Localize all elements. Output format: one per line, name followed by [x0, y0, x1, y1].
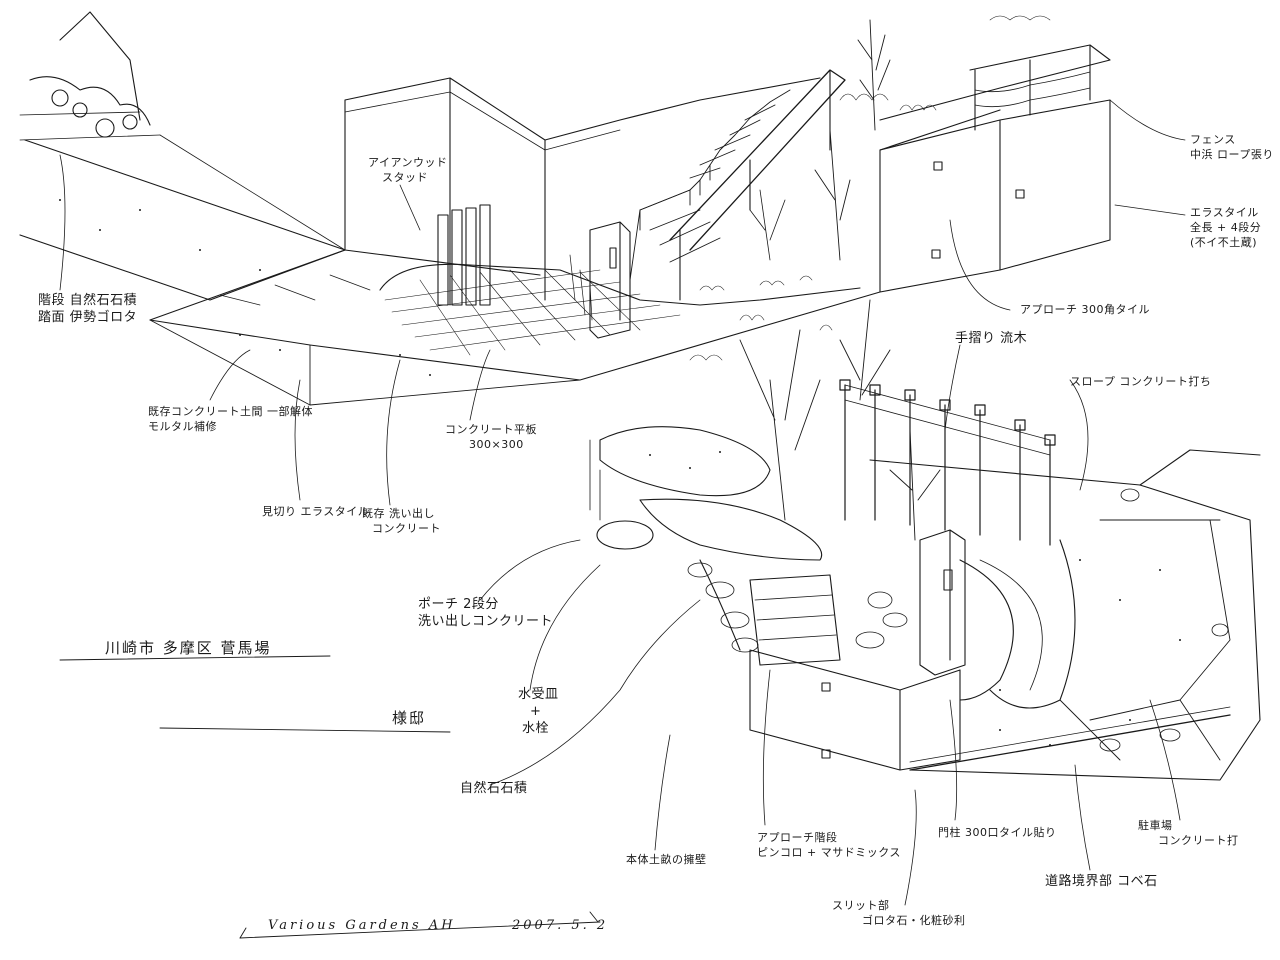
- title-location: 川崎市 多摩区 菅馬場: [105, 639, 272, 657]
- label-parking: 駐車場コンクリート打: [1138, 819, 1239, 847]
- signature-firm: Various Gardens AH: [268, 918, 456, 933]
- label-iron-stud: アイアンウッドスタッド: [368, 156, 448, 184]
- label-porch: ポーチ 2段分洗い出しコンクリート: [418, 597, 554, 629]
- label-natural-stone: 自然石石積: [460, 781, 528, 796]
- label-fence-rope: フェンス中浜 ロープ張り: [1190, 133, 1274, 161]
- upper-entrance-sketch: [19, 11, 1111, 406]
- lower-garden-sketch: [59, 199, 1261, 781]
- label-approach-steps: アプローチ階段ピンコロ + マサドミックス: [757, 831, 901, 859]
- label-road-boundary: 道路境界部 コベ石: [1045, 874, 1158, 889]
- label-slit: スリット部ゴロタ石・化粧砂利: [832, 899, 966, 927]
- label-handrail: 手摺り 流木: [955, 331, 1028, 346]
- label-cut-erasutile: 見切り エラスタイル: [262, 505, 370, 518]
- label-entry-concrete: 既存コンクリート土間 一部解体モルタル補修: [148, 405, 313, 433]
- label-pillar-tile: 門柱 300口タイル貼り: [938, 826, 1057, 839]
- label-step-stone: 階段 自然石石積踏面 伊勢ゴロタ: [38, 293, 138, 325]
- label-approach-tile: アプローチ 300角タイル: [1020, 303, 1150, 316]
- label-main-wall: 本体土畝の擁壁: [626, 853, 707, 866]
- label-washed-concrete: 既存 洗い出しコンクリート: [362, 507, 441, 535]
- leader-lines: [59, 99, 1186, 906]
- label-erasutile-wall: エラスタイル全長 + 4段分(不イ不土蔵): [1190, 206, 1262, 249]
- label-water-basin: 水受皿+水栓: [518, 687, 559, 736]
- signature-date: 2007. 5. 2: [512, 918, 609, 933]
- title-underlines: [59, 655, 601, 939]
- label-slope: スロープ コンクリート打ち: [1070, 375, 1212, 388]
- title-client: 様邸: [392, 709, 427, 727]
